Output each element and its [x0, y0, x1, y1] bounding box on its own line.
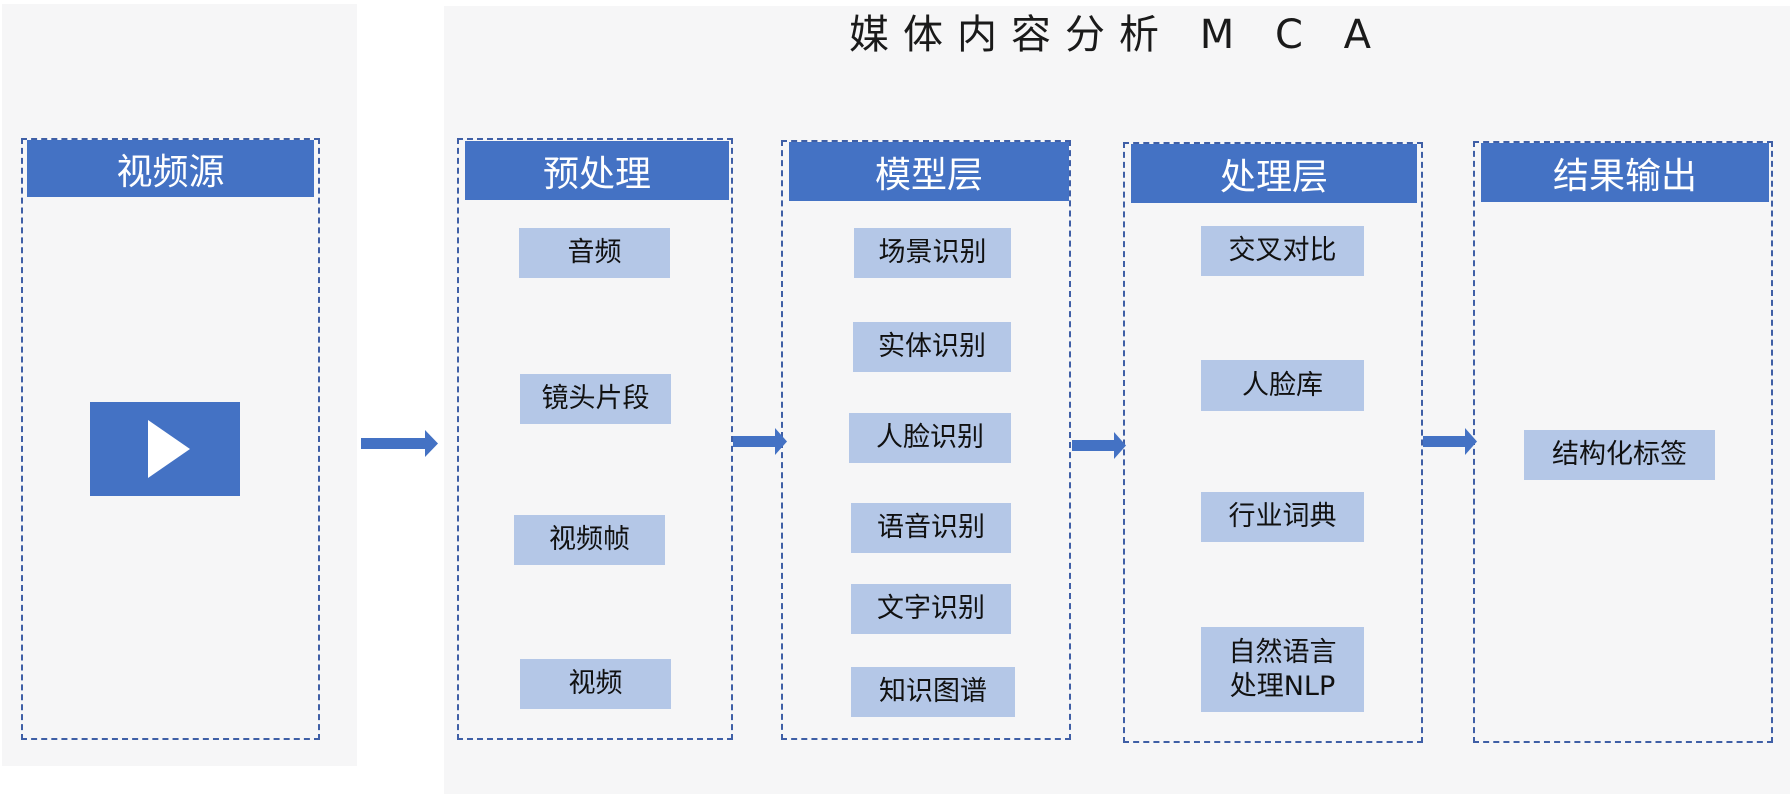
model-header: 模型层	[789, 142, 1069, 201]
process-column	[1123, 142, 1423, 743]
process-item-industry-dictionary: 行业词典	[1201, 492, 1364, 542]
output-header: 结果输出	[1481, 143, 1769, 202]
preprocess-column	[457, 138, 733, 740]
source-column	[21, 138, 320, 740]
preprocess-item-audio: 音频	[519, 228, 670, 278]
arrow-icon	[1072, 432, 1126, 459]
model-item-entity: 实体识别	[853, 322, 1011, 372]
model-item-speech: 语音识别	[851, 503, 1011, 553]
model-item-knowledge-graph: 知识图谱	[851, 667, 1015, 717]
process-header: 处理层	[1131, 144, 1417, 203]
preprocess-item-video: 视频	[520, 659, 671, 709]
source-header: 视频源	[27, 140, 314, 197]
model-item-text: 文字识别	[851, 584, 1011, 634]
arrow-icon	[361, 430, 438, 457]
process-item-cross-compare: 交叉对比	[1201, 226, 1364, 276]
source-panel-background	[2, 4, 357, 766]
arrow-icon	[733, 428, 787, 455]
model-item-scene: 场景识别	[854, 228, 1011, 278]
process-item-nlp: 自然语言 处理NLP	[1201, 627, 1364, 712]
process-item-face-library: 人脸库	[1201, 360, 1364, 411]
model-item-face: 人脸识别	[849, 413, 1011, 463]
output-item-structured-tags: 结构化标签	[1524, 430, 1715, 480]
preprocess-item-frame: 视频帧	[514, 515, 665, 565]
arrow-icon	[1423, 428, 1477, 455]
play-icon	[148, 420, 190, 478]
preprocess-header: 预处理	[465, 141, 729, 200]
diagram-title: 媒体内容分析 M C A	[849, 12, 1385, 58]
preprocess-item-shot: 镜头片段	[520, 374, 671, 424]
video-player[interactable]	[90, 402, 240, 496]
